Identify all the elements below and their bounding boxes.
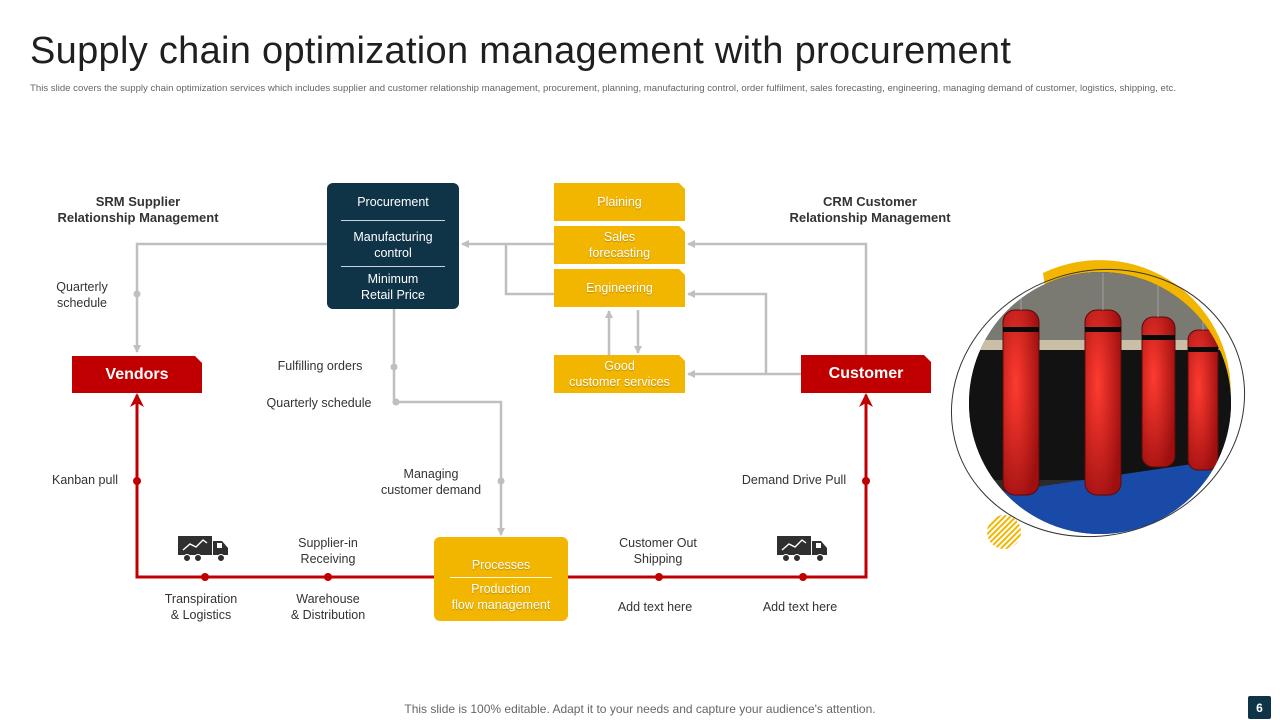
plaining-box: Plaining xyxy=(554,183,685,221)
fulfilling-orders-label: Fulfilling orders xyxy=(277,359,363,373)
truck-icon xyxy=(777,536,827,562)
crm-line xyxy=(687,240,868,355)
customer-box: Customer xyxy=(801,355,931,393)
engineering-loop xyxy=(504,244,554,296)
customer-to-engineering xyxy=(687,290,801,376)
demand-drive-pull-label: Demand Drive Pull xyxy=(741,473,847,487)
quarterly-schedule-label: Quarterly schedule xyxy=(266,396,372,410)
warehouse-distribution-label: Warehouse& Distribution xyxy=(290,592,366,622)
add-text-label-2: Add text here xyxy=(762,600,838,614)
add-text-label-1: Add text here xyxy=(617,600,693,614)
slide-subtitle: This slide covers the supply chain optim… xyxy=(30,83,1176,94)
footer-note: This slide is 100% editable. Adapt it to… xyxy=(404,702,876,716)
slide-title: Supply chain optimization management wit… xyxy=(30,30,1012,72)
processes-title: Processes xyxy=(471,558,531,572)
red-flow-left xyxy=(130,393,434,579)
engineering-box: Engineering xyxy=(554,269,685,307)
page-number: 6 xyxy=(1248,696,1271,719)
red-flow-right xyxy=(568,393,873,579)
srm-line xyxy=(133,242,327,353)
transpiration-logistics-label: Transpiration& Logistics xyxy=(164,592,238,622)
procurement-to-processes xyxy=(392,309,505,536)
procurement-item: Procurement xyxy=(357,195,429,209)
punching-bags-photo xyxy=(950,260,1246,549)
kanban-pull-label: Kanban pull xyxy=(51,473,119,487)
truck-icon xyxy=(178,536,228,562)
vendors-box: Vendors xyxy=(72,356,202,393)
